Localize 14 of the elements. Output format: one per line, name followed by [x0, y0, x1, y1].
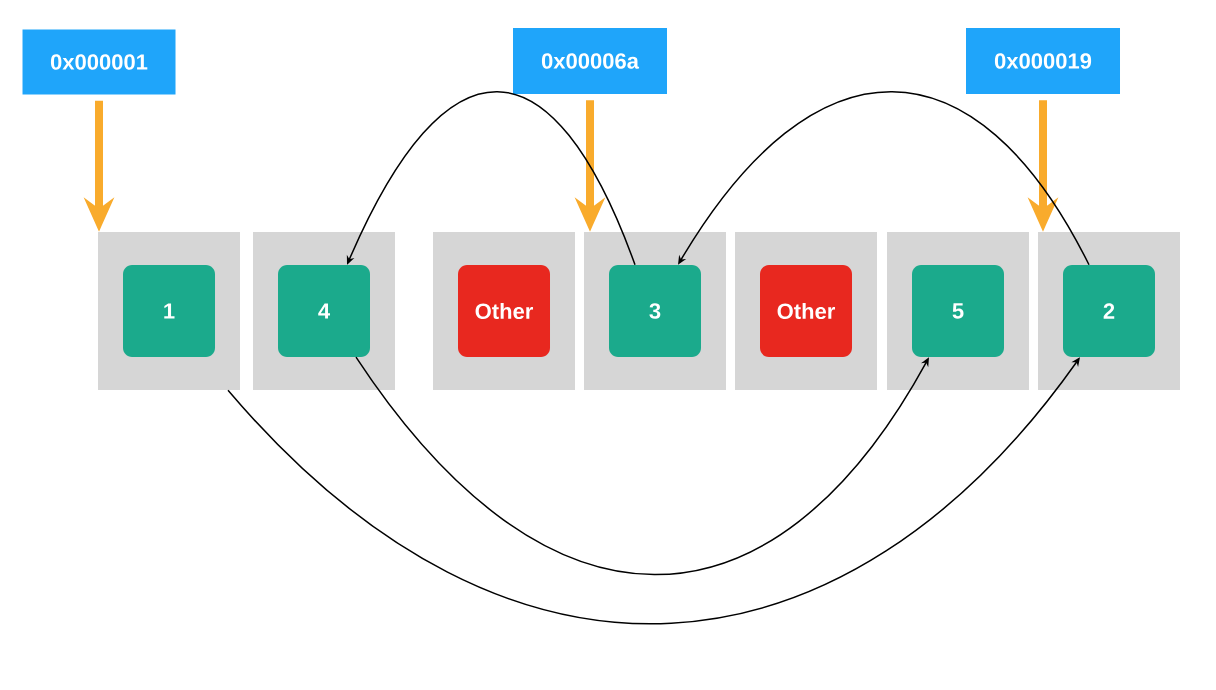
- value-box: 4: [278, 265, 370, 357]
- arrow: [678, 90, 1090, 266]
- value-box: Other: [458, 265, 550, 357]
- address-label: 0x000019: [966, 28, 1120, 94]
- address-label: 0x000001: [22, 29, 176, 95]
- address-label: 0x00006a: [513, 28, 667, 94]
- value-box: 5: [912, 265, 1004, 357]
- value-box: 2: [1063, 265, 1155, 357]
- value-box: 3: [609, 265, 701, 357]
- arrow: [227, 357, 1080, 624]
- arrow: [355, 356, 929, 576]
- value-box: 1: [123, 265, 215, 357]
- arrow: [346, 90, 636, 266]
- value-box: Other: [760, 265, 852, 357]
